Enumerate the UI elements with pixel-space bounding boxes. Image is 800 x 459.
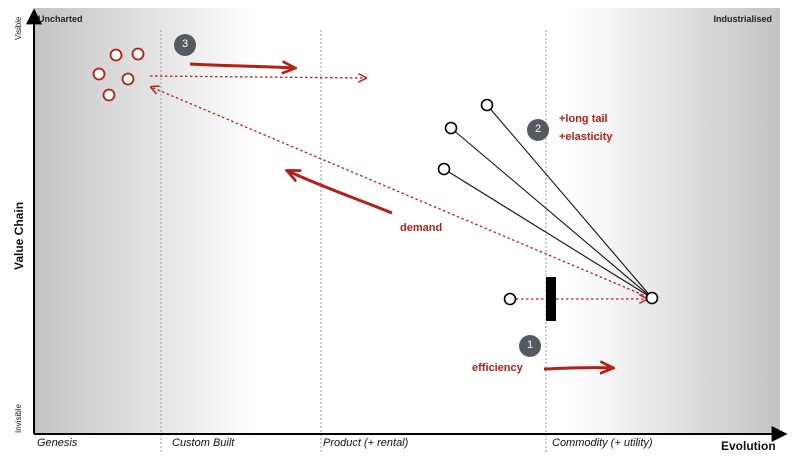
annotation-long-tail: +long tail bbox=[559, 113, 608, 125]
badge-2 bbox=[527, 119, 549, 141]
novel-node bbox=[131, 47, 145, 61]
novel-node bbox=[121, 72, 135, 86]
stage-label-product: Product (+ rental) bbox=[323, 437, 409, 449]
x-axis-title: Evolution bbox=[721, 439, 776, 453]
link-line bbox=[443, 168, 653, 299]
stage-label-commodity: Commodity (+ utility) bbox=[552, 437, 653, 449]
link-line bbox=[450, 127, 653, 299]
map-background bbox=[34, 8, 780, 434]
component-node bbox=[437, 162, 451, 176]
novel-node bbox=[102, 88, 116, 102]
y-axis-title: Value Chain bbox=[12, 201, 26, 270]
inertia-bar bbox=[546, 277, 556, 321]
stage-label-custom-built: Custom Built bbox=[172, 437, 235, 449]
stage-label-genesis: Genesis bbox=[37, 437, 78, 449]
corner-label-industrialised: Industrialised bbox=[713, 14, 772, 24]
demand-arrow bbox=[288, 171, 393, 215]
annotation-efficiency: efficiency bbox=[472, 362, 523, 374]
novelty-flow-arrow bbox=[149, 76, 366, 78]
component-node bbox=[645, 291, 659, 305]
efficiency-arrow bbox=[543, 368, 612, 369]
annotation-demand: demand bbox=[400, 222, 443, 234]
badge-2-number: 2 bbox=[534, 123, 542, 135]
corner-label-uncharted: Uncharted bbox=[38, 14, 83, 24]
novel-node bbox=[109, 48, 123, 62]
badge-1-number: 1 bbox=[526, 339, 534, 351]
badge-3-number: 3 bbox=[181, 38, 189, 50]
novel-node bbox=[92, 67, 106, 81]
badge-3 bbox=[174, 34, 196, 56]
component-node bbox=[444, 121, 458, 135]
component-node bbox=[503, 292, 517, 306]
component-node bbox=[480, 98, 494, 112]
y-axis-bottom-label: Invisible bbox=[14, 404, 23, 433]
y-axis-top-label: Visible bbox=[14, 16, 23, 40]
annotation-elasticity: +elasticity bbox=[559, 131, 613, 143]
movement-arrow-3 bbox=[189, 64, 294, 68]
link-line bbox=[486, 104, 653, 299]
badge-1 bbox=[519, 335, 541, 357]
